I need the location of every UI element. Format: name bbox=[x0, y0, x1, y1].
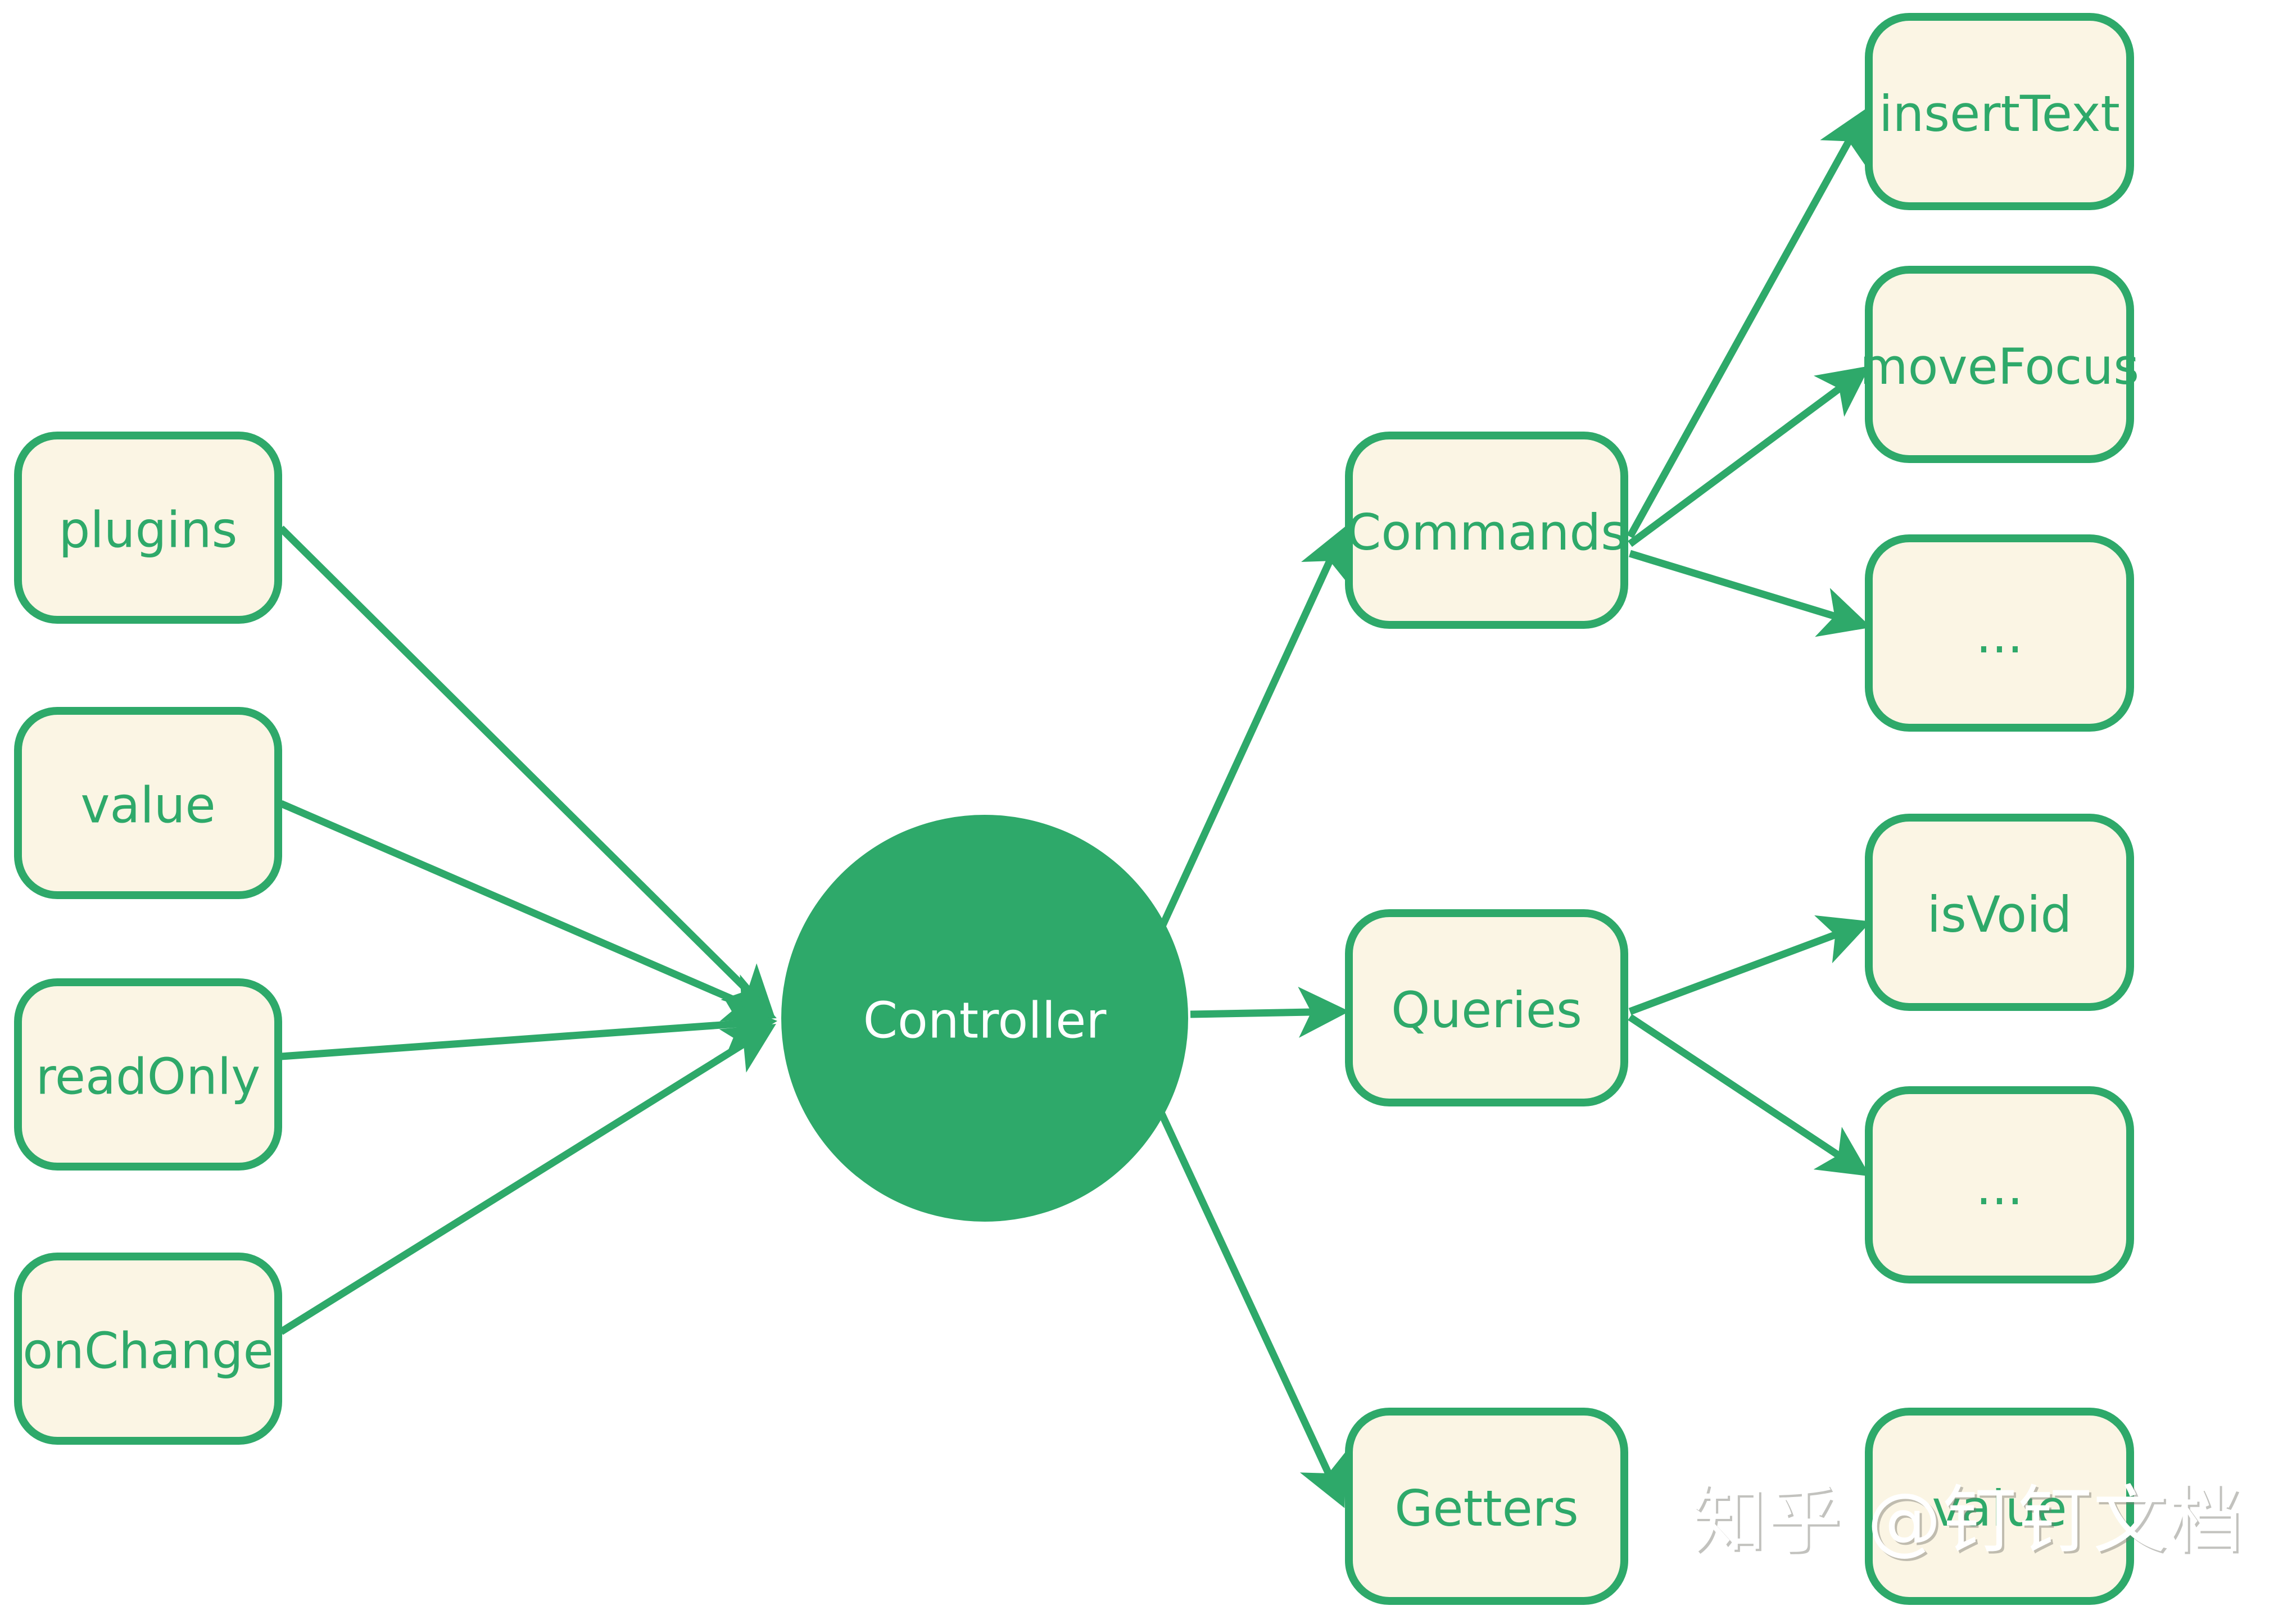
node-insert-text[interactable]: insertText bbox=[1865, 13, 2134, 210]
edge-controller-commands bbox=[1159, 526, 1348, 928]
node-onchange[interactable]: onChange bbox=[14, 1253, 282, 1445]
edge-commands-movefocus bbox=[1628, 365, 1870, 547]
edge-value-controller bbox=[279, 800, 777, 1022]
node-controller-circle[interactable] bbox=[781, 815, 1188, 1222]
edge-commands-inserttext bbox=[1627, 107, 1868, 539]
node-commands-label: Commands bbox=[1347, 503, 1627, 561]
node-value-label: value bbox=[80, 777, 215, 834]
edge-controller-getters bbox=[1158, 1111, 1347, 1508]
edge-queries-isvoid bbox=[1628, 915, 1872, 1015]
node-getters[interactable]: Getters bbox=[1345, 1408, 1628, 1605]
node-commands-more[interactable]: ... bbox=[1865, 534, 2134, 732]
node-readonly-rect[interactable] bbox=[14, 978, 282, 1171]
node-queries-more-rect[interactable] bbox=[1865, 1086, 2134, 1283]
node-commands-more-label: ... bbox=[1976, 606, 2023, 664]
node-commands-rect[interactable] bbox=[1345, 432, 1628, 629]
node-getters-value-rect[interactable] bbox=[1865, 1408, 2134, 1605]
edge-readonly-controller bbox=[280, 999, 778, 1060]
node-insert-text-rect[interactable] bbox=[1865, 13, 2134, 210]
node-commands-more-rect[interactable] bbox=[1865, 534, 2134, 732]
node-value-rect[interactable] bbox=[14, 707, 282, 899]
edge-onchange-controller bbox=[279, 1023, 776, 1335]
node-getters-value-label: value bbox=[1932, 1480, 2067, 1537]
node-plugins[interactable]: plugins bbox=[14, 432, 282, 624]
node-queries-more-label: ... bbox=[1976, 1158, 2023, 1216]
node-getters-label: Getters bbox=[1394, 1480, 1579, 1537]
node-readonly-label: readOnly bbox=[36, 1048, 261, 1106]
node-is-void-label: isVoid bbox=[1927, 886, 2072, 943]
node-readonly[interactable]: readOnly bbox=[14, 978, 282, 1171]
node-controller-label: Controller bbox=[863, 992, 1107, 1050]
node-insert-text-label: insertText bbox=[1879, 85, 2120, 143]
node-queries-label: Queries bbox=[1391, 981, 1582, 1039]
node-plugins-rect[interactable] bbox=[14, 432, 282, 624]
edge-queries-more bbox=[1628, 1014, 1870, 1177]
node-value[interactable]: value bbox=[14, 707, 282, 899]
node-move-focus-rect[interactable] bbox=[1865, 266, 2134, 463]
node-controller[interactable]: Controller bbox=[781, 815, 1188, 1222]
node-getters-rect[interactable] bbox=[1345, 1408, 1628, 1605]
node-is-void-rect[interactable] bbox=[1865, 814, 2134, 1011]
edge-plugins-controller bbox=[278, 525, 775, 1018]
node-getters-value[interactable]: value bbox=[1865, 1408, 2134, 1605]
node-commands[interactable]: Commands bbox=[1345, 432, 1628, 629]
edge-layer bbox=[278, 107, 1872, 1508]
node-queries-rect[interactable] bbox=[1345, 909, 1628, 1106]
node-is-void[interactable]: isVoid bbox=[1865, 814, 2134, 1011]
edge-commands-more bbox=[1629, 550, 1872, 637]
node-queries-more[interactable]: ... bbox=[1865, 1086, 2134, 1283]
node-move-focus-label: moveFocus bbox=[1860, 338, 2139, 396]
node-move-focus[interactable]: moveFocus bbox=[1860, 266, 2139, 463]
node-plugins-label: plugins bbox=[58, 501, 237, 559]
node-onchange-label: onChange bbox=[22, 1322, 274, 1380]
edge-controller-queries bbox=[1190, 986, 1350, 1038]
node-onchange-rect[interactable] bbox=[14, 1253, 282, 1445]
node-queries[interactable]: Queries bbox=[1345, 909, 1628, 1106]
